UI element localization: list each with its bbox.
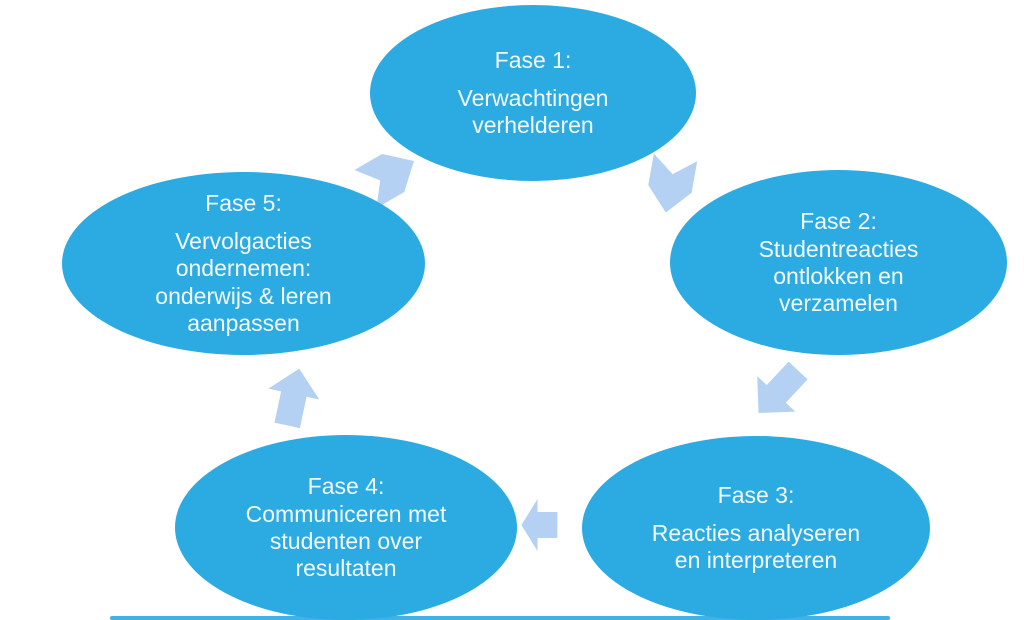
arrow-fase4-to-fase5-icon <box>268 368 320 429</box>
phase-body-fase5: Vervolgacties ondernemen: onderwijs & le… <box>155 228 332 336</box>
phase-title-fase4: Fase 4: <box>307 472 385 499</box>
arrow-fase3-to-fase4-icon <box>521 499 558 551</box>
bottom-edge-line <box>110 616 890 620</box>
phase-body-fase3: Reacties analyseren en interpreteren <box>651 519 861 574</box>
phase-ellipse-fase2: Fase 2: Studentreacties ontlokken en ver… <box>670 170 1007 355</box>
phase-ellipse-fase1: Fase 1: Verwachtingen verhelderen <box>370 5 696 181</box>
arrow-fase1-to-fase2-icon <box>648 153 698 213</box>
phase-body-fase4: Communiceren met studenten over resultat… <box>245 500 447 582</box>
arrow-fase2-to-fase3-icon <box>757 361 808 413</box>
phase-ellipse-fase4: Fase 4: Communiceren met studenten over … <box>175 435 517 620</box>
arrow-fase5-to-fase1-icon <box>354 153 414 209</box>
phase-title-fase2: Fase 2: <box>800 207 877 234</box>
phase-title-fase1: Fase 1: <box>494 46 572 73</box>
phase-body-fase2: Studentreacties ontlokken en verzamelen <box>758 235 919 317</box>
phase-title-fase3: Fase 3: <box>717 481 795 508</box>
phase-body-fase1: Verwachtingen verhelderen <box>457 84 609 139</box>
phase-title-fase5: Fase 5: <box>205 190 282 217</box>
phase-ellipse-fase3: Fase 3: Reacties analyseren en interpret… <box>582 436 930 620</box>
phase-ellipse-fase5: Fase 5: Vervolgacties ondernemen: onderw… <box>62 172 425 355</box>
